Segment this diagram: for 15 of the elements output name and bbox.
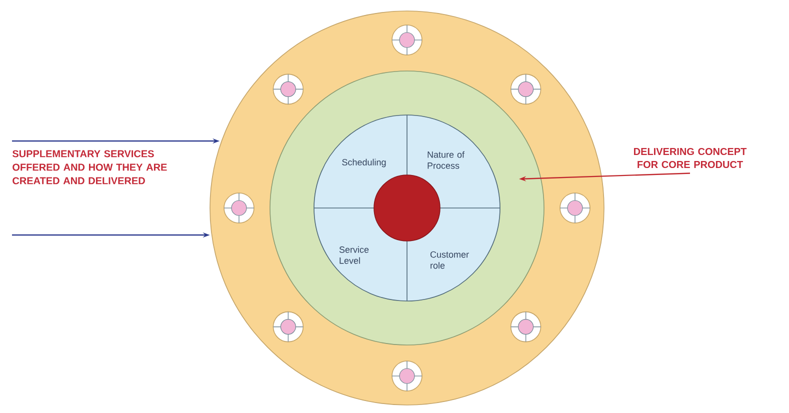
target-icon [272, 311, 304, 342]
target-icon [392, 24, 422, 56]
quadrant-label: Nature of Process [428, 151, 465, 169]
target-icon [560, 192, 590, 224]
target-icon [510, 74, 542, 105]
quadrant-label: Scheduling [342, 158, 386, 168]
target-icon [224, 192, 254, 224]
center-circle [374, 174, 440, 242]
side-note: SUPPLEMENTARY SERVICES OFFERED AND HOW THEY ARE CREATED AND DELIVERED [12, 150, 167, 184]
quadrant-label: Service Level [339, 246, 369, 264]
target-icon [392, 360, 422, 392]
target-icon [510, 311, 542, 342]
target-icon [272, 74, 304, 105]
callout-text: DELIVERING CONCEPT FOR CORE PRODUCT [634, 148, 747, 168]
quadrant-label: Customer role [430, 251, 469, 269]
